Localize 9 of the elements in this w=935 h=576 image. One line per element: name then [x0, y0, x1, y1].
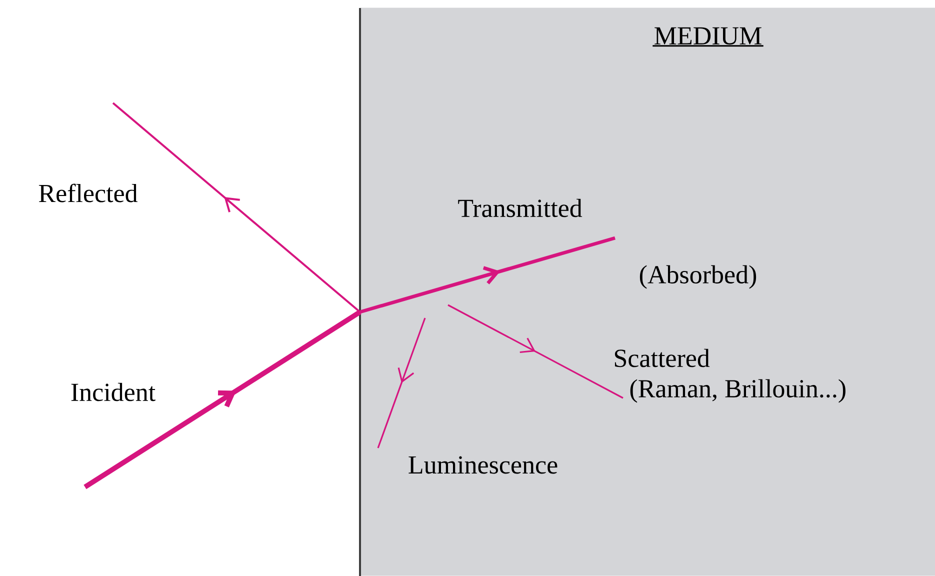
ray-label: Transmitted	[458, 198, 582, 218]
ray-label: Incident	[71, 382, 156, 402]
medium-region	[360, 8, 935, 576]
ray-label: (Absorbed)	[640, 265, 756, 289]
ray-label: Reflected	[38, 184, 138, 202]
ray-label: (Raman, Brillouin...)	[630, 379, 846, 403]
medium-heading: MEDIUM	[652, 27, 764, 47]
ray-label: Luminescence	[408, 456, 558, 474]
ray-label: Scattered	[614, 348, 710, 368]
